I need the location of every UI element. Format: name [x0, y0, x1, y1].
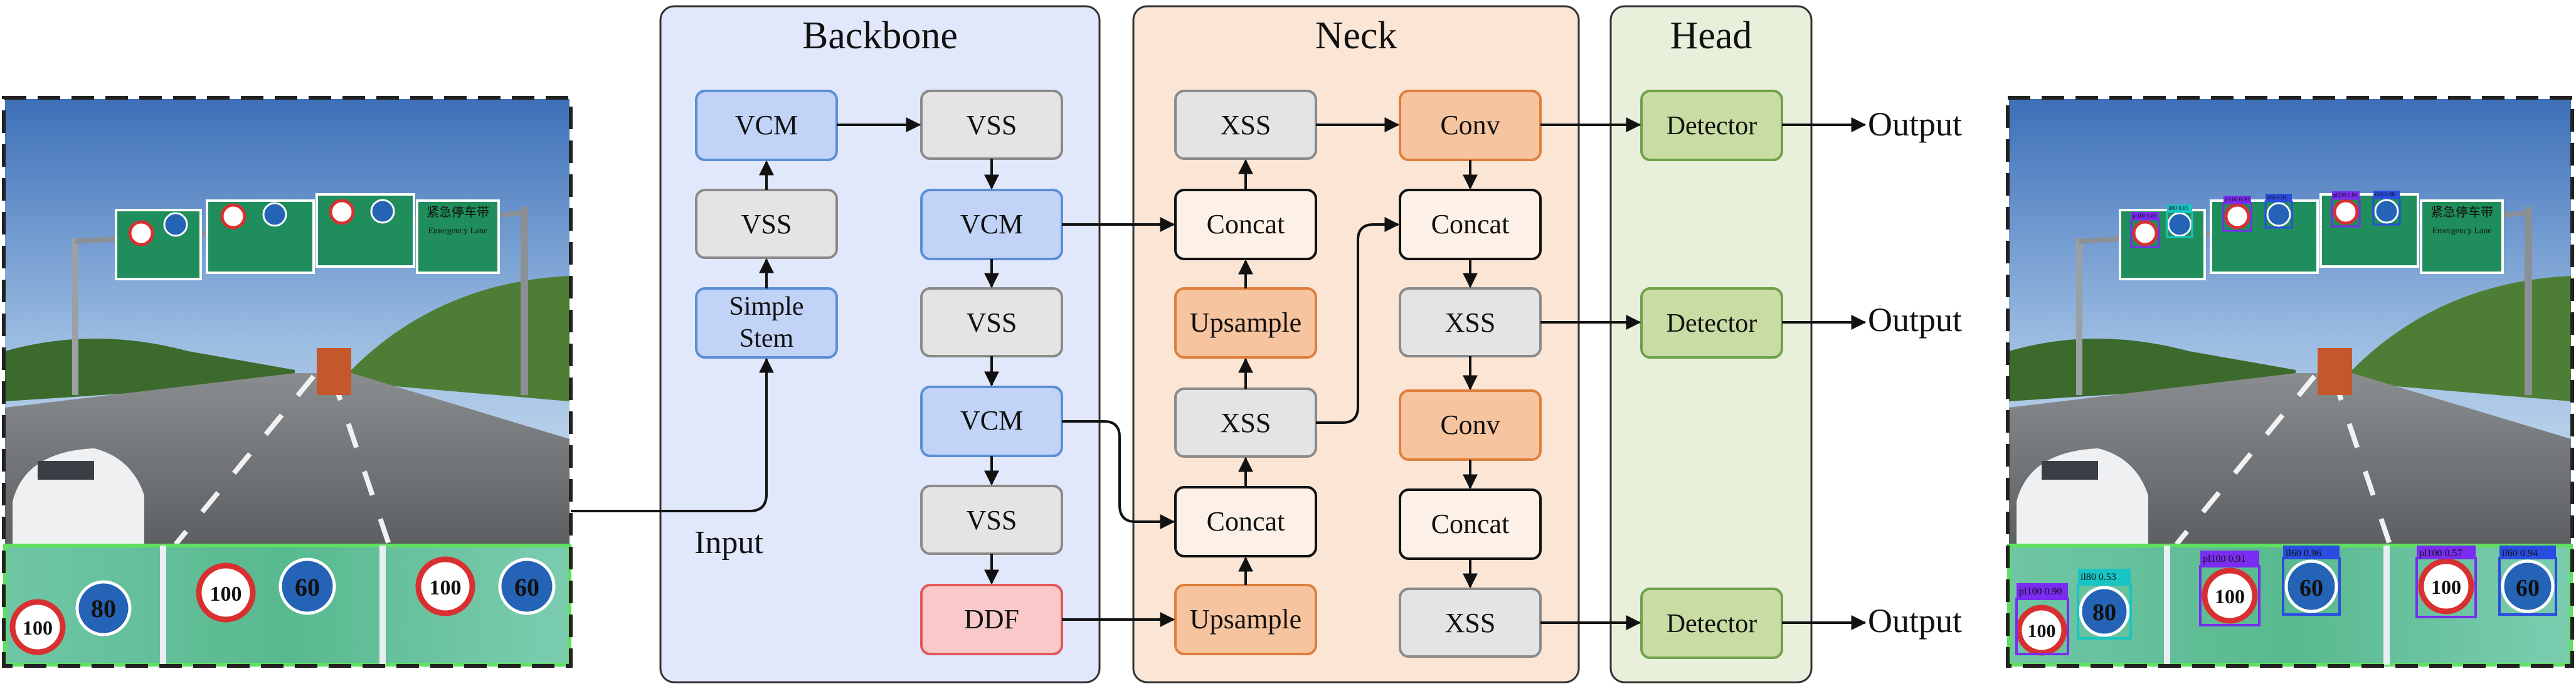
vss-1-label: VSS: [741, 209, 792, 240]
zoom-box-label: pl100 0.91: [2203, 554, 2245, 564]
sign-60-text: 60: [295, 573, 320, 601]
vss-3-label: VSS: [967, 307, 1017, 338]
output-2-label: Output: [1868, 301, 1962, 339]
sign-80-text: 80: [2092, 599, 2116, 626]
top-box-label: il60 0.91: [2267, 194, 2287, 201]
zoom-box-label: il60 0.94: [2502, 548, 2538, 559]
neck-concat-2: Concat: [1174, 486, 1317, 557]
sign-100-text: 100: [430, 576, 462, 599]
simple-stem-block: Simple Stem: [695, 287, 838, 359]
neck-concat-1: Concat: [1174, 189, 1317, 260]
vss-2-label: VSS: [967, 110, 1017, 140]
neck-xss-top: XSS: [1174, 90, 1317, 160]
sign-60-text: 60: [514, 573, 539, 601]
top-box-label: il60 0.88: [2375, 191, 2395, 198]
zoom-box-label: il80 0.53: [2080, 572, 2116, 583]
detector-3-label: Detector: [1667, 609, 1757, 638]
backbone-title: Backbone: [802, 14, 958, 57]
detector-2-label: Detector: [1667, 309, 1757, 338]
vss-block-3: VSS: [920, 287, 1063, 357]
conv-2-label: Conv: [1440, 409, 1500, 440]
concat-4-label: Concat: [1431, 509, 1510, 539]
sign-100-text: 100: [2028, 621, 2056, 641]
input-image: 紧急停车带 Emergency Lane 100 80 100 60 100 6…: [2, 96, 573, 668]
top-box-label: il80 0.85: [2168, 205, 2189, 211]
top-detection-boxes: pl100 0.89 il80 0.85 pl100 0.90 il60 0.9…: [2130, 191, 2401, 248]
sign-chinese-text: 紧急停车带: [427, 205, 489, 219]
vcm-block-1: VCM: [695, 90, 838, 161]
neck-conv-1: Conv: [1399, 90, 1542, 161]
speed-limit-100-icon: [415, 556, 475, 616]
xss-mid-label: XSS: [1221, 408, 1271, 438]
vcm-2-label: VCM: [960, 209, 1023, 240]
neck-conv-2: Conv: [1399, 389, 1542, 461]
concat-1-label: Concat: [1207, 209, 1285, 240]
neck-upsample-1: Upsample: [1174, 287, 1317, 359]
upsample-2-label: Upsample: [1190, 604, 1301, 635]
concat-2-label: Concat: [1207, 506, 1285, 537]
xss-right-2-label: XSS: [1445, 608, 1496, 638]
neck-concat-3: Concat: [1399, 189, 1542, 260]
zoom-box-label: il60 0.96: [2286, 548, 2321, 559]
ddf-block: DDF: [920, 584, 1063, 655]
neck-xss-mid: XSS: [1174, 388, 1317, 458]
connection-arrows: [571, 117, 1867, 630]
vcm-1-label: VCM: [735, 110, 798, 140]
input-label: Input: [694, 525, 763, 561]
sign-100-text: 100: [2431, 576, 2461, 598]
neck-xss-right-2: XSS: [1399, 588, 1542, 658]
output-1-label: Output: [1868, 105, 1962, 143]
speed-min-60-icon: [278, 557, 336, 615]
vss-block-4: VSS: [920, 485, 1063, 555]
upsample-1-label: Upsample: [1190, 307, 1301, 338]
sign-chinese-text: 紧急停车带: [2430, 205, 2493, 219]
output-image: 紧急停车带 Emergency Lane pl100 0.89 il80 0.8…: [2006, 96, 2574, 668]
ddf-label: DDF: [964, 604, 1019, 635]
vcm-3-label: VCM: [960, 405, 1023, 436]
concat-3-label: Concat: [1431, 209, 1510, 240]
neck-xss-right-1: XSS: [1399, 287, 1542, 357]
vcm-block-3: VCM: [920, 386, 1063, 457]
top-box-label: pl100 0.89: [2133, 213, 2157, 219]
detector-1: Detector: [1640, 90, 1783, 161]
vcm-block-2: VCM: [920, 189, 1063, 260]
sign-100-text: 100: [23, 616, 53, 639]
sign-60-text: 60: [2299, 575, 2323, 601]
neck-upsample-2: Upsample: [1174, 584, 1317, 655]
top-box-label: pl100 0.90: [2225, 196, 2249, 203]
sign-english-text: Emergency Lane: [2432, 226, 2492, 236]
sign-60-text: 60: [2516, 575, 2540, 601]
speed-min-60-icon: [498, 557, 556, 615]
speed-min-80-icon: [75, 580, 132, 636]
vss-4-label: VSS: [967, 505, 1017, 536]
speed-limit-100-icon: [9, 599, 66, 655]
zoom-box-label: pl100 0.90: [2019, 586, 2062, 597]
neck-concat-4: Concat: [1399, 488, 1542, 560]
stem-label-line1: Simple: [729, 292, 803, 321]
neck-title: Neck: [1315, 14, 1397, 57]
detector-2: Detector: [1640, 287, 1783, 359]
speed-limit-100-icon: [196, 562, 256, 623]
top-box-label: pl100 0.94: [2333, 192, 2358, 198]
sign-100-text: 100: [210, 583, 242, 606]
sign-80-text: 80: [91, 594, 116, 623]
xss-top-label: XSS: [1221, 110, 1271, 140]
detector-3: Detector: [1640, 588, 1783, 659]
conv-1-label: Conv: [1440, 110, 1500, 140]
vss-block-1: VSS: [695, 189, 838, 259]
output-3-label: Output: [1868, 602, 1962, 640]
head-title: Head: [1670, 14, 1752, 57]
xss-right-1-label: XSS: [1445, 307, 1496, 338]
zoom-box-label: pl100 0.57: [2419, 548, 2462, 559]
sign-english-text: Emergency Lane: [428, 226, 488, 236]
vss-block-2: VSS: [920, 90, 1063, 160]
stem-label-line2: Stem: [739, 324, 794, 353]
zoom-detection-boxes: pl100 0.90 il80 0.53 pl100 0.91 il60 0.9…: [2015, 546, 2557, 655]
detector-1-label: Detector: [1667, 112, 1757, 140]
sign-100-text: 100: [2215, 585, 2245, 608]
